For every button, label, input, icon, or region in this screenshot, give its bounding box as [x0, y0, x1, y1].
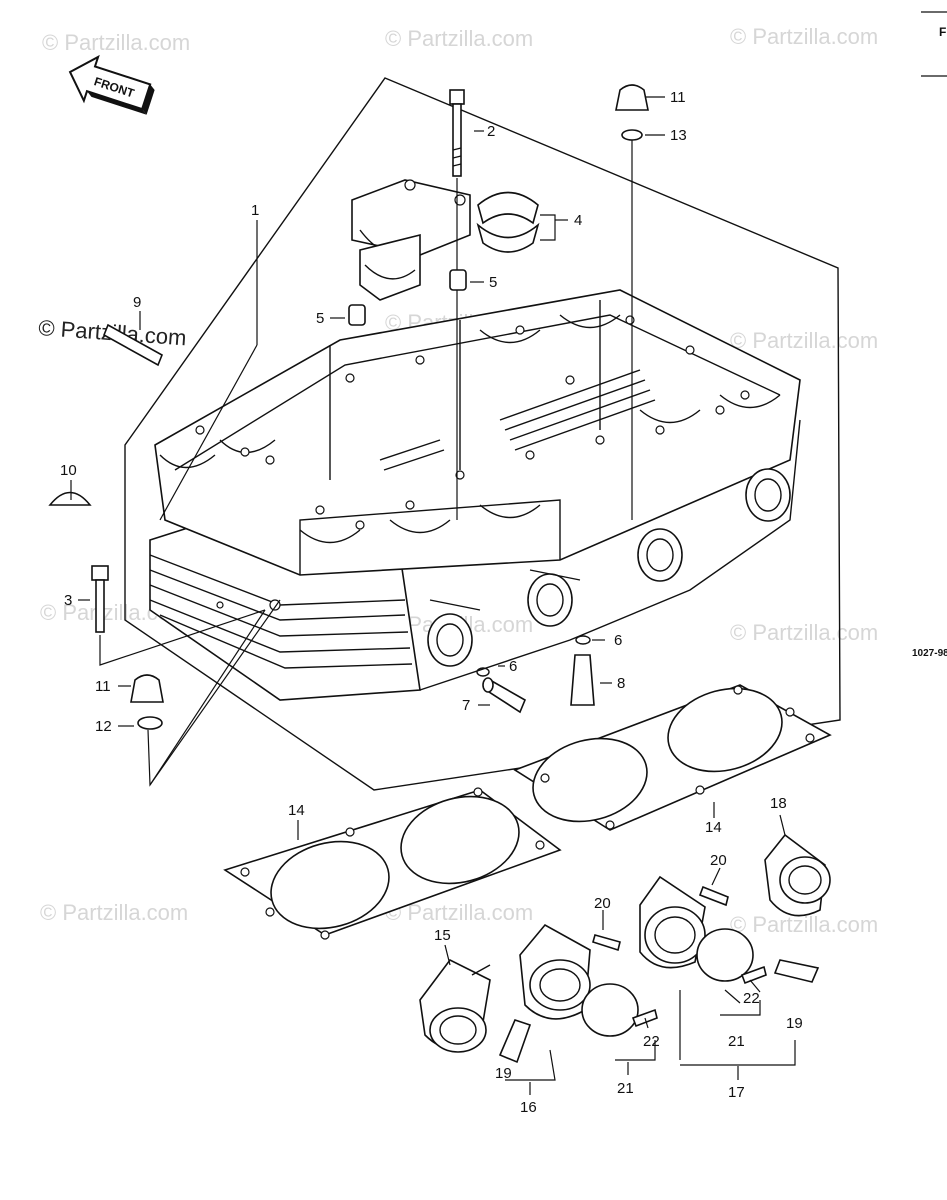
head-gasket-right	[513, 684, 832, 831]
callout-18: 18	[770, 795, 787, 812]
bolt-part-2	[449, 89, 465, 520]
watermark-text: © Partzilla.com	[730, 24, 878, 49]
bolt-part-3	[91, 565, 109, 633]
callout-20: 20	[594, 895, 611, 912]
woodruff-key-part-10	[48, 491, 92, 506]
callout-1: 1	[251, 202, 259, 219]
callout-12: 12	[95, 718, 112, 735]
cap-nut-11-top	[615, 84, 649, 520]
watermark-text: © Partzilla.com	[40, 900, 188, 925]
callout-19: 19	[495, 1065, 512, 1082]
callout-13: 13	[670, 127, 687, 144]
callout-11: 11	[95, 678, 111, 695]
stud-part-9	[102, 323, 164, 367]
hose-clamp	[696, 928, 754, 982]
callout-6: 6	[614, 632, 622, 649]
watermark-text: © Partzilla.com	[730, 620, 878, 645]
watermark-text: © Partzilla.com	[730, 912, 878, 937]
callout-5: 5	[316, 310, 324, 327]
callout-4: 4	[574, 212, 582, 229]
leader-lines	[99, 599, 281, 787]
callout-labels: 1 2 3 4 5 5 6 6 7 8 9 10 11 11 12 13 14 …	[60, 89, 803, 1116]
front-arrow-icon: FRONT	[68, 54, 155, 115]
callout-2: 2	[487, 123, 495, 140]
callout-21: 21	[617, 1080, 634, 1097]
dowel-pin	[449, 269, 467, 291]
callout-22: 22	[643, 1033, 660, 1050]
watermark-text: © Partzilla.com	[730, 328, 878, 353]
callout-3: 3	[64, 592, 72, 609]
hose-clamp	[581, 983, 639, 1037]
screw-part-20	[592, 934, 621, 952]
callout-20: 20	[710, 852, 727, 869]
callout-8: 8	[617, 675, 625, 692]
corner-letter: F	[939, 25, 946, 39]
hose-part-19	[498, 1019, 532, 1064]
hose-part-19	[773, 959, 820, 983]
callout-5: 5	[489, 274, 497, 291]
valve-guide-part-7	[482, 677, 527, 714]
callout-22: 22	[743, 990, 760, 1007]
callout-9: 9	[133, 294, 141, 311]
circlip-part-6	[575, 635, 591, 645]
cam-bearing-halves	[476, 191, 540, 253]
dowel-pin	[348, 304, 366, 326]
callout-19: 19	[786, 1015, 803, 1032]
carb-holder-part-16	[519, 923, 591, 1020]
watermark-text: © Partzilla.com	[385, 26, 533, 51]
valve-guide-part-8	[570, 654, 595, 706]
carb-holder-part-18	[764, 833, 831, 917]
watermark-text: © Partzilla.com	[42, 30, 190, 55]
cap-nut-11-bottom	[130, 674, 164, 730]
callout-10: 10	[60, 462, 77, 479]
cylinder-head	[149, 289, 801, 701]
head-gasket-left	[223, 787, 562, 940]
callout-6: 6	[509, 658, 517, 675]
callout-17: 17	[728, 1084, 745, 1101]
callout-15: 15	[434, 927, 451, 944]
page-code: 1027-98	[912, 648, 947, 659]
callout-21: 21	[728, 1033, 745, 1050]
assembly-outline	[124, 77, 841, 791]
screw-part-20	[698, 885, 729, 907]
callout-16: 16	[520, 1099, 537, 1116]
carb-holder-part-15	[419, 958, 491, 1053]
circlip-part-6	[476, 667, 490, 677]
callout-14: 14	[288, 802, 305, 819]
callout-7: 7	[462, 697, 470, 714]
screw-part-22	[740, 965, 767, 985]
carb-holder-part-17	[639, 875, 706, 969]
callout-11: 11	[670, 89, 686, 106]
cam-cap	[351, 179, 471, 301]
leader-lines-bottom	[70, 96, 796, 1095]
callout-14: 14	[705, 819, 722, 836]
